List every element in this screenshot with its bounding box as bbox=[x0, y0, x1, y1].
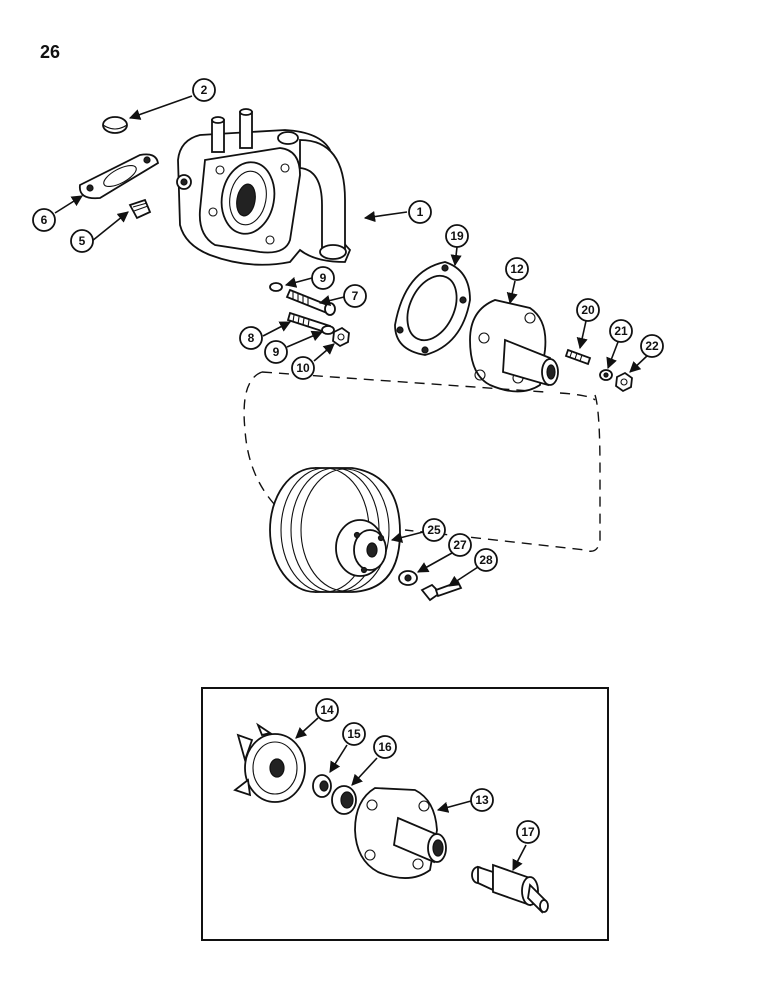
inset-detail-box bbox=[201, 687, 609, 941]
callout-12: 12 bbox=[505, 257, 529, 281]
svg-text:21: 21 bbox=[614, 324, 628, 338]
svg-text:9: 9 bbox=[273, 345, 280, 359]
callout-15: 15 bbox=[342, 722, 366, 746]
callout-7: 7 bbox=[343, 284, 367, 308]
svg-text:2: 2 bbox=[201, 83, 208, 97]
callout-25: 25 bbox=[422, 518, 446, 542]
svg-text:13: 13 bbox=[475, 793, 489, 807]
gasket-part-19 bbox=[394, 261, 471, 356]
seal-part-15 bbox=[312, 774, 332, 798]
bearing-housing-part-12 bbox=[469, 299, 559, 393]
callout-9-lower: 9 bbox=[264, 340, 288, 364]
pipe-plug-part-5 bbox=[128, 198, 152, 220]
callout-13: 13 bbox=[470, 788, 494, 812]
callout-22: 22 bbox=[640, 334, 664, 358]
svg-text:7: 7 bbox=[352, 289, 359, 303]
assembly-group-dashed-outline-top bbox=[261, 371, 596, 401]
callout-20: 20 bbox=[576, 298, 600, 322]
svg-text:19: 19 bbox=[450, 229, 464, 243]
callout-28: 28 bbox=[474, 548, 498, 572]
callout-9-upper: 9 bbox=[311, 266, 335, 290]
callout-16: 16 bbox=[373, 735, 397, 759]
svg-text:15: 15 bbox=[347, 727, 361, 741]
callout-21: 21 bbox=[609, 319, 633, 343]
stud-part-20 bbox=[564, 348, 592, 366]
callout-10: 10 bbox=[291, 356, 315, 380]
impeller-part-14 bbox=[233, 722, 306, 803]
nut-part-10 bbox=[332, 326, 350, 348]
svg-text:28: 28 bbox=[479, 553, 493, 567]
svg-text:1: 1 bbox=[417, 205, 424, 219]
pulley-part-25 bbox=[269, 467, 401, 593]
shaft-bearing-part-17 bbox=[471, 863, 549, 914]
callout-27: 27 bbox=[448, 533, 472, 557]
svg-text:9: 9 bbox=[320, 271, 327, 285]
callout-8: 8 bbox=[239, 326, 263, 350]
svg-text:22: 22 bbox=[645, 339, 659, 353]
washer-part-27 bbox=[398, 570, 418, 586]
stud-part-7 bbox=[285, 288, 336, 316]
svg-text:8: 8 bbox=[248, 331, 255, 345]
leader-lines bbox=[54, 95, 649, 871]
svg-text:14: 14 bbox=[320, 703, 334, 717]
pump-housing-part-1 bbox=[176, 108, 352, 266]
callout-19: 19 bbox=[445, 224, 469, 248]
callout-14: 14 bbox=[315, 698, 339, 722]
washer-part-9-upper bbox=[269, 282, 283, 292]
svg-text:10: 10 bbox=[296, 361, 310, 375]
callout-2: 2 bbox=[192, 78, 216, 102]
callout-6: 6 bbox=[32, 208, 56, 232]
cap-plug-part-2 bbox=[102, 116, 128, 134]
page-number: 26 bbox=[40, 42, 61, 62]
svg-text:20: 20 bbox=[581, 303, 595, 317]
washer-part-21 bbox=[599, 369, 613, 381]
assembly-group-dashed-outline bbox=[243, 371, 601, 552]
callout-17: 17 bbox=[516, 820, 540, 844]
bolt-part-28 bbox=[420, 580, 463, 602]
svg-text:27: 27 bbox=[453, 538, 467, 552]
svg-text:25: 25 bbox=[427, 523, 441, 537]
svg-text:5: 5 bbox=[79, 234, 86, 248]
washer-part-9-lower bbox=[321, 325, 335, 335]
seal-ring-part-16 bbox=[331, 785, 357, 815]
bearing-housing-part-13 bbox=[354, 787, 447, 879]
callout-1: 1 bbox=[408, 200, 432, 224]
gasket-part-6 bbox=[78, 153, 159, 200]
svg-text:12: 12 bbox=[510, 262, 524, 276]
svg-text:6: 6 bbox=[41, 213, 48, 227]
svg-text:16: 16 bbox=[378, 740, 392, 754]
callout-5: 5 bbox=[70, 229, 94, 253]
nut-part-22 bbox=[615, 371, 633, 393]
svg-text:17: 17 bbox=[521, 825, 535, 839]
